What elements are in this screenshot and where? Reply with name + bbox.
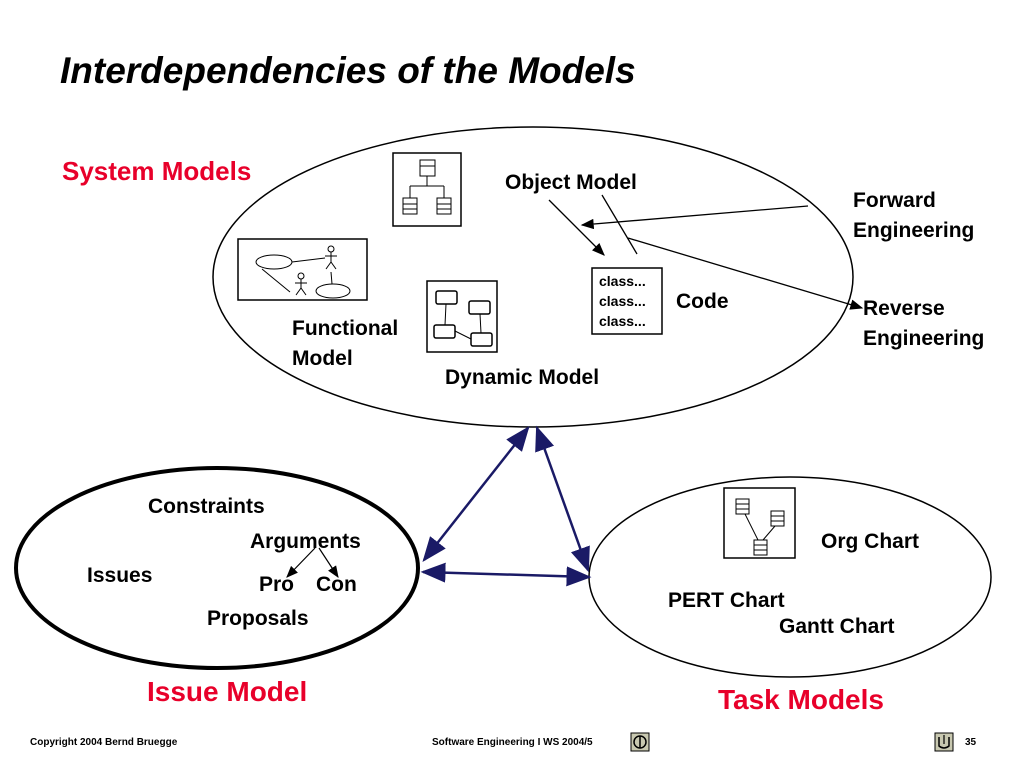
gantt-chart-label: Gantt Chart <box>779 615 895 638</box>
object-model-label: Object Model <box>505 171 637 194</box>
issue-model-heading: Issue Model <box>147 676 308 707</box>
forward-engineering-line1: Forward <box>853 189 936 212</box>
footer-page-number: 35 <box>965 737 977 748</box>
proposals-label: Proposals <box>207 607 309 630</box>
code-line: class... <box>599 293 646 309</box>
system-models-heading: System Models <box>62 156 252 186</box>
class-diagram-icon <box>392 152 462 227</box>
forward-engineering-arrow <box>580 205 809 230</box>
code-label: Code <box>676 290 729 313</box>
code-line: class... <box>599 273 646 289</box>
footer-course: Software Engineering I WS 2004/5 <box>432 737 593 748</box>
constraints-label: Constraints <box>148 495 265 518</box>
forward-engineering-label: Forward Engineering <box>853 186 974 246</box>
functional-model-label-line2: Model <box>292 347 353 370</box>
system-task-arrow <box>535 425 590 573</box>
object-to-code-arrow <box>548 199 605 256</box>
task-models-ellipse <box>588 476 992 678</box>
code-to-object-line <box>601 194 638 255</box>
org-chart-label: Org Chart <box>821 530 920 553</box>
functional-model-label-line1: Functional <box>292 317 399 340</box>
code-box <box>591 267 663 335</box>
slide-title: Interdependencies of the Models <box>60 50 636 91</box>
con-arrow <box>318 547 339 579</box>
issues-label: Issues <box>87 564 153 587</box>
code-line: class... <box>599 313 646 329</box>
system-issue-arrow <box>422 426 530 562</box>
reverse-engineering-line2: Engineering <box>863 327 985 350</box>
reverse-engineering-line1: Reverse <box>863 297 945 320</box>
arguments-label: Arguments <box>250 530 361 553</box>
university-logo-icon <box>934 732 954 752</box>
task-models-heading: Task Models <box>718 684 884 715</box>
system-models-ellipse <box>212 126 854 428</box>
issue-model-ellipse <box>14 466 420 670</box>
footer-copyright: Copyright 2004 Bernd Bruegge <box>30 737 178 748</box>
pert-chart-label: PERT Chart <box>668 589 785 612</box>
use-case-diagram-icon <box>237 238 368 301</box>
issue-task-arrow <box>420 562 592 587</box>
con-label: Con <box>316 573 357 596</box>
reverse-engineering-arrow <box>627 237 864 310</box>
footer-logo-icon <box>630 732 650 752</box>
reverse-engineering-label: Reverse Engineering <box>863 294 984 354</box>
pro-label: Pro <box>259 573 295 596</box>
state-diagram-icon <box>426 280 498 353</box>
forward-engineering-line2: Engineering <box>853 219 975 242</box>
dynamic-model-label: Dynamic Model <box>445 366 600 389</box>
code-lines: class... class... class... <box>599 271 646 331</box>
pro-arrow <box>286 547 316 578</box>
org-chart-icon <box>723 487 796 559</box>
functional-model-label: Functional Model <box>292 314 398 374</box>
